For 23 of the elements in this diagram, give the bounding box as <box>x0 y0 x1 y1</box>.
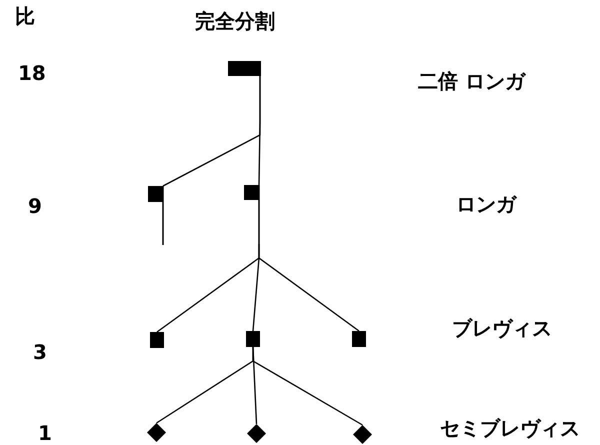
connector-line <box>258 120 261 186</box>
longa-note-icon <box>148 186 164 245</box>
longa-note-icon <box>244 185 260 244</box>
row-label: ロンガ <box>456 192 516 216</box>
row-label: 3 <box>33 340 47 364</box>
connector-line <box>258 244 360 332</box>
semibreve-note-icon <box>247 424 266 443</box>
breve-note-icon <box>352 331 366 347</box>
semibreve-note-icon <box>147 423 166 442</box>
breve-note-icon <box>150 332 164 348</box>
row-label: 二倍 ロンガ <box>418 69 525 93</box>
duplex-longa-note-icon <box>228 61 262 121</box>
connector-line <box>252 346 258 424</box>
row-label: 18 <box>18 61 46 85</box>
connector-line <box>252 347 363 426</box>
diagram-title: 完全分割 <box>195 9 275 33</box>
row-label: ブレヴィス <box>452 316 552 340</box>
breve-note-icon <box>246 331 260 347</box>
row-label: 9 <box>28 194 42 218</box>
row-label: セミブレヴィス <box>440 416 580 440</box>
row-label: 比 <box>15 4 35 28</box>
semibreve-note-icon <box>353 425 372 444</box>
row-label: 1 <box>38 421 52 445</box>
